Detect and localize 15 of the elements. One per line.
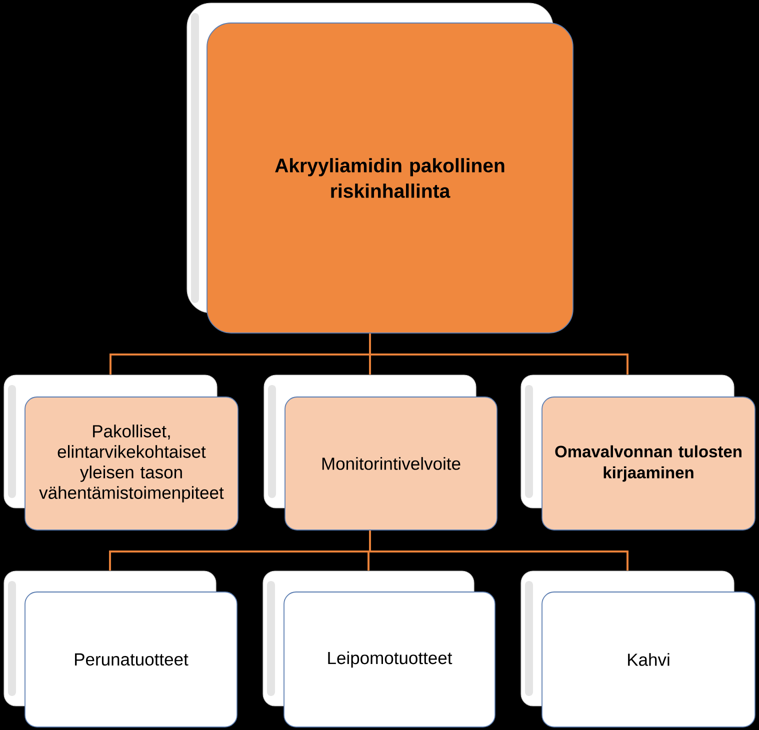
stacked-box: Akryyliamidin pakollinen riskinhallinta xyxy=(186,2,574,334)
connector xyxy=(370,550,628,571)
stacked-box: Leipomotuotteet xyxy=(262,570,496,728)
connector xyxy=(369,354,371,375)
stacked-box: Pakolliset, elintarvikekohtaiset yleisen tason vähentämistoimenpiteet xyxy=(4,374,238,530)
connector xyxy=(369,333,371,354)
stacked-box: Perunatuotteet xyxy=(4,570,238,728)
stacked-box: Kahvi xyxy=(520,570,756,728)
connector xyxy=(110,353,370,375)
connector xyxy=(370,353,628,375)
connector xyxy=(109,550,370,571)
stacked-box: Monitorintivelvoite xyxy=(264,374,498,530)
stacked-box: Omavalvonnan tulosten kirjaaminen xyxy=(520,374,756,530)
connector xyxy=(369,530,371,552)
connector xyxy=(368,550,370,571)
